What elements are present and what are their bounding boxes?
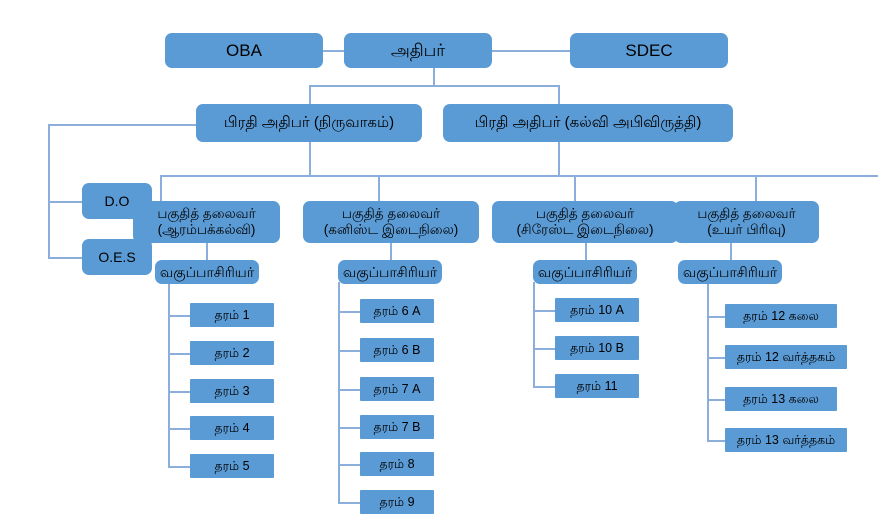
node-deputy-education[interactable]: பிரதி அதிபர் (கல்வி அபிவிருத்தி) [443, 104, 733, 142]
connector-deputy-edu-stem [558, 142, 560, 175]
connector-col4-spine [707, 282, 709, 441]
grade-box[interactable]: தரம் 13 வர்த்தகம் [725, 428, 847, 452]
connector-section-drop-4 [755, 175, 757, 201]
connector-oba-principal [322, 50, 344, 52]
connector-col1-stub-1 [168, 315, 190, 317]
connector-col2-stub-6 [338, 502, 360, 504]
node-deputy-administration[interactable]: பிரதி அதிபர் (நிருவாகம்) [196, 104, 422, 142]
class-teacher-primary[interactable]: வகுப்பாசிரியர் [155, 260, 259, 284]
section-head-upper-division[interactable]: பகுதித் தலைவர் (உயர் பிரிவு) [674, 201, 819, 243]
connector-head-teacher-4 [730, 243, 732, 260]
connector-col2-stub-1 [338, 311, 360, 313]
connector-side-oes [48, 257, 82, 259]
section-head-junior-secondary[interactable]: பகுதித் தலைவர் (கனிஸ்ட இடைநிலை) [303, 201, 479, 243]
connector-col4-stub-2 [707, 357, 725, 359]
grade-box[interactable]: தரம் 3 [190, 379, 274, 403]
connector-section-drop-1 [160, 175, 162, 201]
connector-side-top [48, 124, 196, 126]
connector-side-spine [48, 124, 50, 258]
connector-deputy-admin-stem [309, 142, 311, 175]
node-oes[interactable]: O.E.S [82, 239, 152, 275]
connector-col2-stub-5 [338, 464, 360, 466]
connector-col4-stub-1 [707, 316, 725, 318]
connector-head-teacher-2 [390, 243, 392, 260]
grade-box[interactable]: தரம் 9 [360, 490, 434, 514]
connector-deputy-left-drop [309, 85, 311, 104]
grade-box[interactable]: தரம் 11 [555, 374, 639, 398]
connector-col1-stub-4 [168, 428, 190, 430]
connector-col1-spine [168, 282, 170, 467]
node-oba[interactable]: OBA [165, 33, 323, 68]
grade-box[interactable]: தரம் 1 [190, 303, 274, 327]
connector-col2-stub-4 [338, 427, 360, 429]
connector-col3-stub-1 [533, 310, 555, 312]
grade-box[interactable]: தரம் 5 [190, 454, 274, 478]
grade-box[interactable]: தரம் 13 கலை [725, 387, 837, 411]
grade-box[interactable]: தரம் 8 [360, 452, 434, 476]
grade-box[interactable]: தரம் 10 B [555, 336, 639, 360]
connector-section-drop-3 [574, 175, 576, 201]
connector-col4-stub-4 [707, 440, 725, 442]
connector-principal-stem [433, 68, 435, 86]
node-sdec[interactable]: SDEC [570, 33, 728, 68]
connector-col2-spine [338, 282, 340, 503]
connector-deputy-bar [309, 85, 560, 87]
connector-head-teacher-3 [585, 243, 587, 260]
grade-box[interactable]: தரம் 4 [190, 416, 274, 440]
grade-box[interactable]: தரம் 12 கலை [725, 304, 837, 328]
section-head-primary[interactable]: பகுதித் தலைவர் (ஆரம்பக்கல்வி) [133, 201, 280, 243]
grade-box[interactable]: தரம் 7 A [360, 377, 434, 401]
connector-col4-stub-3 [707, 399, 725, 401]
grade-box[interactable]: தரம் 7 B [360, 415, 434, 439]
connector-col3-stub-3 [533, 386, 555, 388]
connector-side-do [48, 201, 82, 203]
connector-col2-stub-3 [338, 389, 360, 391]
class-teacher-senior-secondary[interactable]: வகுப்பாசிரியர் [533, 260, 637, 284]
connector-col1-stub-3 [168, 391, 190, 393]
connector-col1-stub-2 [168, 353, 190, 355]
class-teacher-upper-division[interactable]: வகுப்பாசிரியர் [678, 260, 782, 284]
grade-box[interactable]: தரம் 12 வர்த்தகம் [725, 345, 847, 369]
connector-deputy-right-drop [558, 85, 560, 104]
class-teacher-junior-secondary[interactable]: வகுப்பாசிரியர் [338, 260, 442, 284]
grade-box[interactable]: தரம் 6 B [360, 338, 434, 362]
connector-col2-stub-2 [338, 350, 360, 352]
section-head-senior-secondary[interactable]: பகுதித் தலைவர் (சிரேஸ்ட இடைநிலை) [492, 201, 678, 243]
grade-box[interactable]: தரம் 6 A [360, 299, 434, 323]
connector-col1-stub-5 [168, 466, 190, 468]
connector-principal-sdec [492, 50, 570, 52]
connector-col3-stub-2 [533, 348, 555, 350]
connector-col3-spine [533, 282, 535, 387]
connector-head-teacher-1 [206, 243, 208, 260]
connector-section-drop-2 [378, 175, 380, 201]
grade-box[interactable]: தரம் 2 [190, 341, 274, 365]
connector-section-bar [160, 175, 878, 177]
node-principal[interactable]: அதிபர் [344, 33, 492, 68]
grade-box[interactable]: தரம் 10 A [555, 298, 639, 322]
